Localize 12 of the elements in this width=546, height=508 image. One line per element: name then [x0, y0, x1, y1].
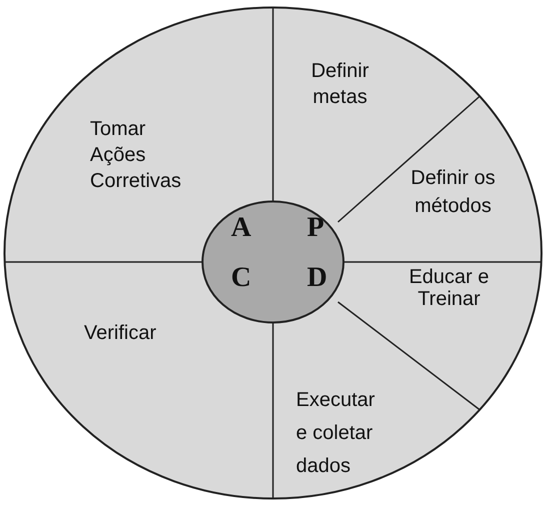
step-text: Educar e Treinar: [408, 266, 490, 310]
step-text: Executar e coletar dados: [296, 388, 376, 479]
step-text: Tomar Ações Corretivas: [90, 117, 182, 194]
quadrant-letter: P: [307, 214, 324, 242]
step-text: Definir os métodos: [410, 166, 496, 219]
cycle-circle: [3, 6, 543, 500]
step-text: Verificar: [84, 321, 158, 346]
step-text: Definir metas: [310, 59, 370, 110]
quadrant-letter: C: [231, 264, 252, 292]
center-circle: [201, 200, 345, 324]
quadrant-letter: A: [231, 214, 252, 242]
quadrant-letter: D: [307, 264, 328, 292]
